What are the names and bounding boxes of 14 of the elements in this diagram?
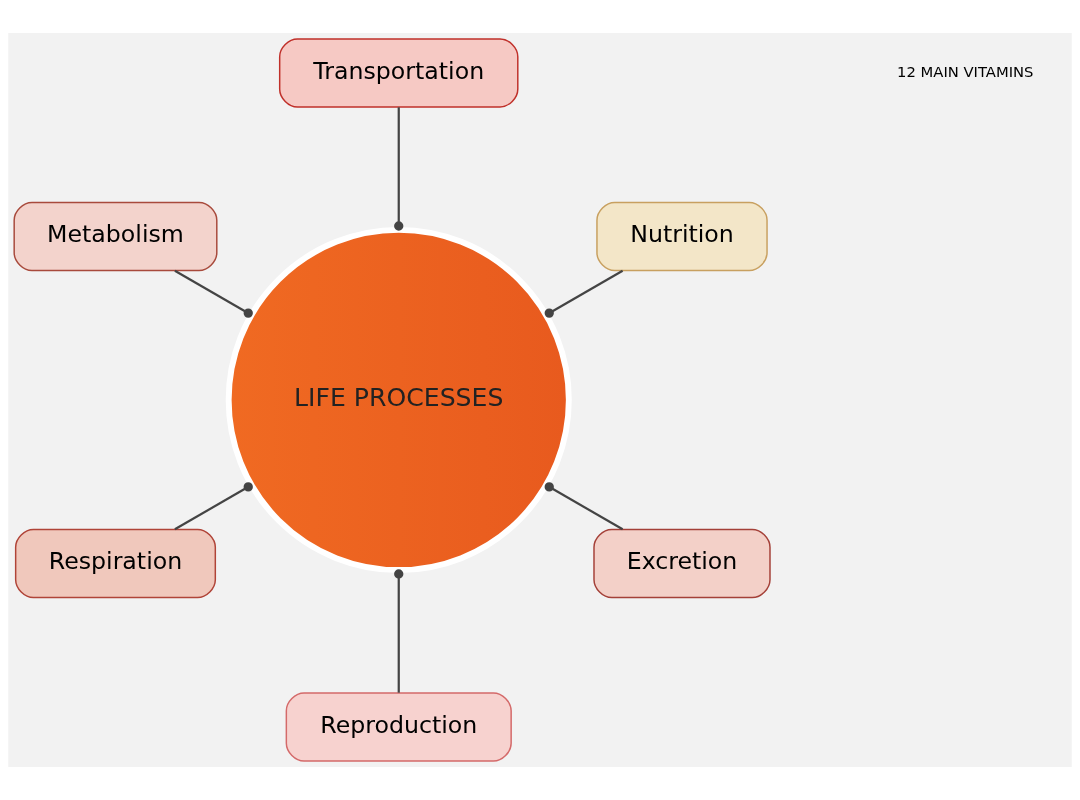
- node-box: Transportation: [278, 38, 519, 108]
- node-box: Reproduction: [285, 692, 512, 762]
- connector: [394, 569, 404, 693]
- node-circle: LIFE PROCESSES: [225, 226, 572, 574]
- connector: [544, 482, 624, 531]
- label: 12 MAIN VITAMINS: [897, 62, 1034, 80]
- connector: [174, 269, 253, 318]
- connector: [544, 269, 624, 318]
- node-box: Metabolism: [13, 201, 218, 272]
- node-box: Respiration: [14, 528, 217, 599]
- connector: [174, 482, 253, 531]
- connector: [394, 107, 404, 231]
- node-box: Excretion: [593, 528, 771, 599]
- node-box: Nutrition: [596, 201, 768, 272]
